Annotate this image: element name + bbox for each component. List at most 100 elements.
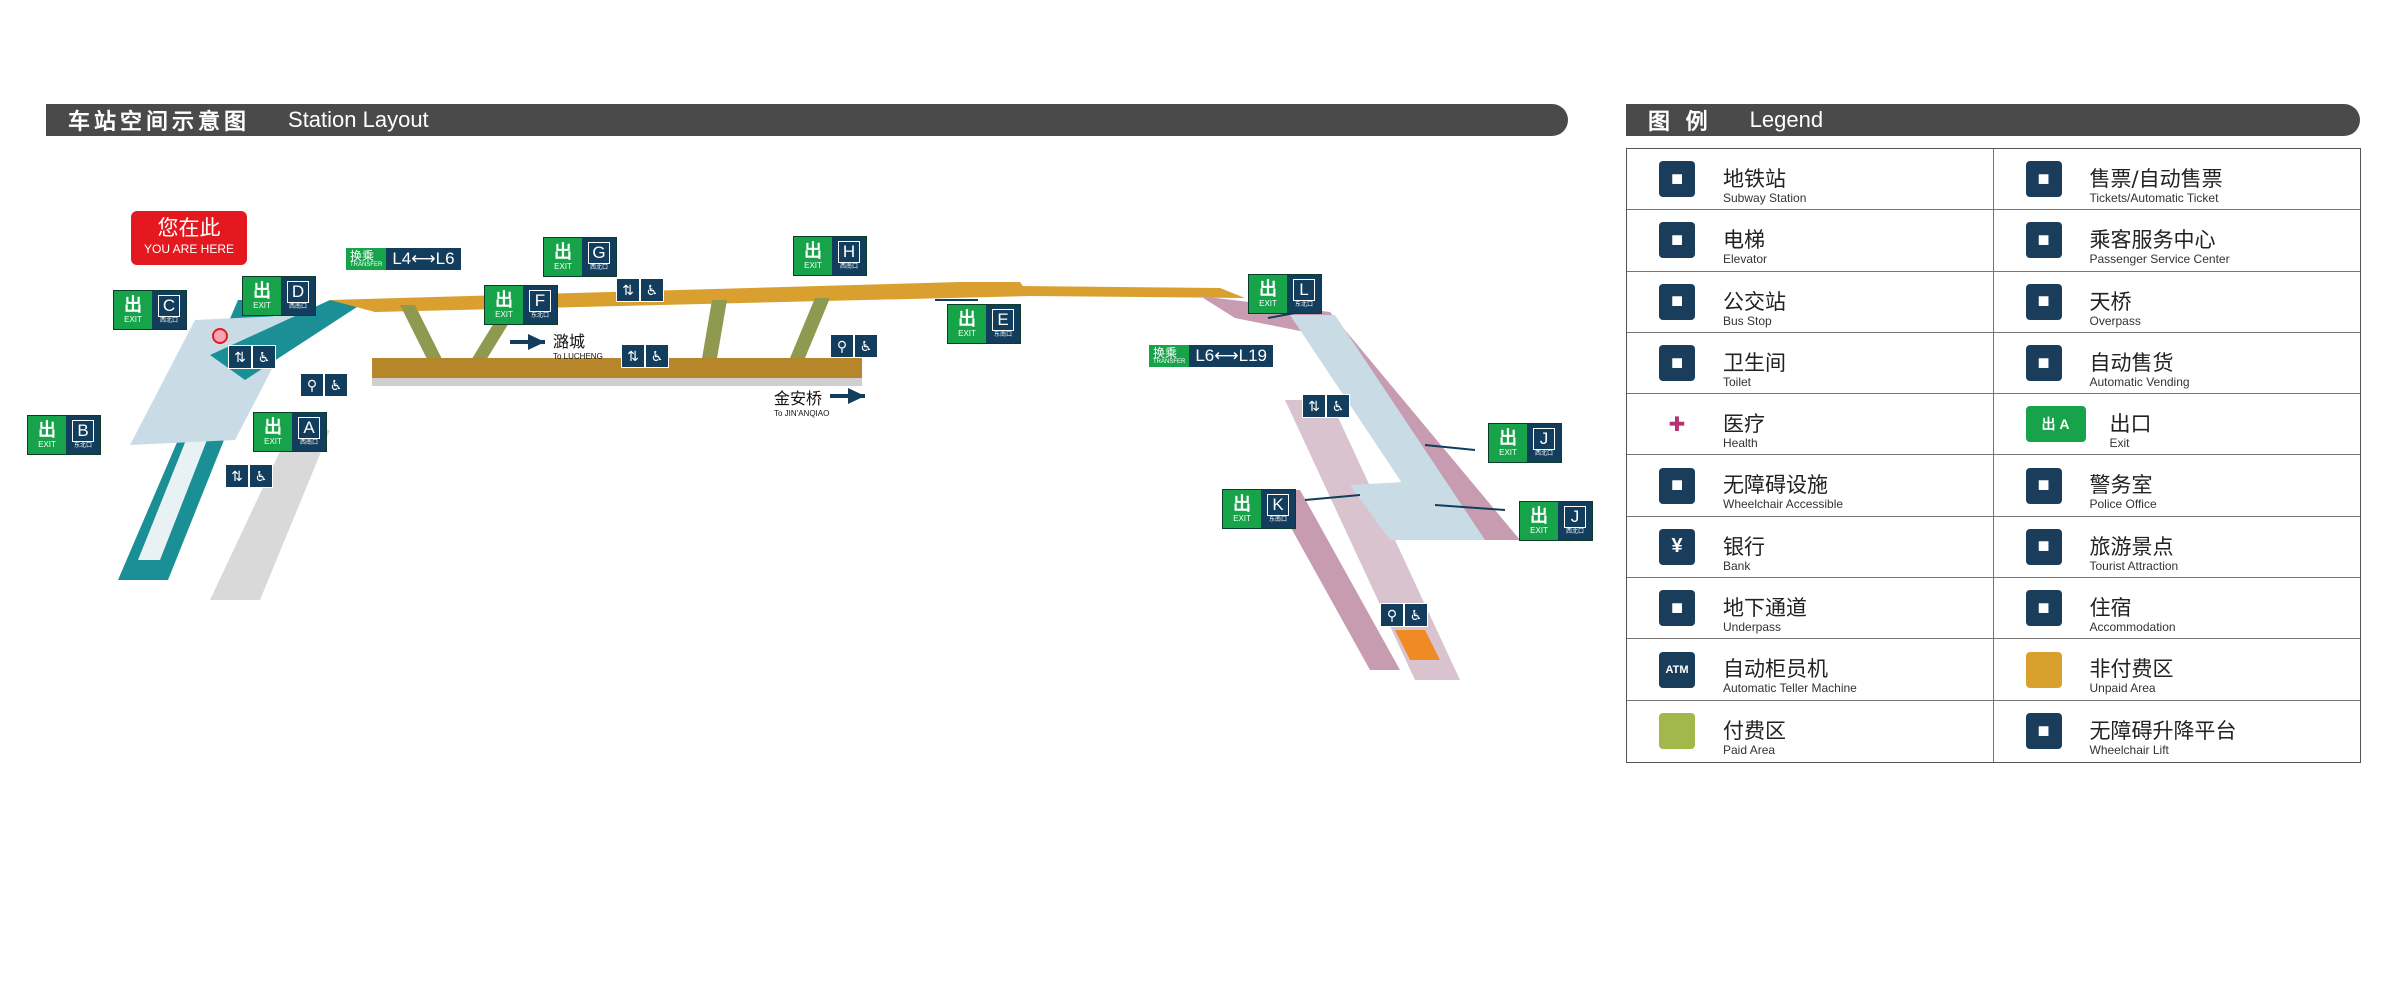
wheelchair-lift-icon: ■	[2025, 713, 2062, 750]
right-platform-marker	[1395, 630, 1440, 660]
wheelchair-icon: ♿	[854, 334, 878, 358]
exit-icon: 出	[1499, 427, 1517, 449]
elevator-icon: ■	[1659, 222, 1695, 259]
wheelchair-icon: ♿	[645, 344, 669, 368]
arrow-lucheng-head	[528, 334, 545, 350]
exit-icon: 出	[554, 241, 572, 263]
health-icon: ✚	[1659, 406, 1695, 443]
legend-label-en: Overpass	[2089, 313, 2141, 328]
exit-icon: 出	[1530, 505, 1548, 527]
legend-label-en: Passenger Service Center	[2089, 252, 2230, 267]
support-4	[785, 298, 830, 370]
legend-label-en: Automatic Teller Machine	[1723, 681, 1857, 696]
exit-icon: 出	[804, 240, 822, 262]
legend-label-zh: 住宿	[2089, 596, 2132, 621]
legend-label-en: Toilet	[1723, 374, 1752, 389]
legend-header: 图 例 Legend	[1626, 104, 2360, 136]
exit-icon: 出	[1259, 278, 1277, 300]
elevator-icon: ⇅	[616, 278, 640, 302]
transfer-lines-l4-l6: L4⟷L6	[392, 249, 455, 268]
legend-label-zh: 付费区	[1723, 718, 1786, 743]
you-are-here-en: YOU ARE HERE	[143, 242, 235, 256]
atm-icon: ATM	[1659, 651, 1695, 688]
bus-icon: ■	[1659, 283, 1695, 320]
exit-a-letter: A	[298, 417, 320, 439]
middle-platform	[372, 358, 862, 378]
main-passage-unpaid	[330, 282, 1030, 312]
exit-d-letter: D	[287, 281, 309, 303]
support-1	[400, 305, 445, 365]
tourist-icon: ■	[2025, 528, 2062, 565]
legend-label-zh: 售票/自动售票	[2089, 167, 2223, 191]
service-center-icon: ■	[2025, 222, 2062, 259]
legend-label-en: Unpaid Area	[2089, 681, 2156, 696]
exit-icon: 出	[495, 289, 513, 311]
exit-icon: 出	[124, 294, 142, 316]
station-layout-title-zh: 车站空间示意图	[68, 110, 251, 135]
wheelchair-icon: ♿	[324, 373, 348, 397]
legend-label-en: Underpass	[1723, 620, 1782, 635]
transfer-lines-l6-l19: L6⟷L19	[1195, 346, 1267, 365]
vending-icon: ■	[2025, 345, 2062, 382]
elevator-icon: ⇅	[1302, 394, 1326, 418]
legend-label-en: Accommodation	[2089, 620, 2176, 635]
wheelchair-icon: ♿	[1326, 394, 1350, 418]
unpaid-area-swatch	[2025, 651, 2062, 688]
legend-label-zh: 天桥	[2089, 289, 2132, 314]
legend-label-en: Elevator	[1723, 252, 1768, 267]
wheelchair-icon: ♿	[249, 464, 273, 488]
legend-label-zh: 乘客服务中心	[2089, 228, 2216, 253]
toilet-icon: ⚲	[300, 373, 324, 397]
legend-label-en: Health	[1723, 436, 1758, 451]
ticket-icon: ■	[2025, 161, 2062, 198]
underpass-icon: ■	[1659, 590, 1695, 627]
legend-label-en: Bus Stop	[1723, 313, 1772, 328]
east-passage	[1020, 286, 1245, 298]
exit-icon: 出 A	[2025, 406, 2086, 443]
left-track	[210, 430, 330, 600]
legend-label-en: Tourist Attraction	[2089, 558, 2179, 573]
legend-label-en: Exit	[2109, 436, 2130, 451]
bank-icon: ¥	[1659, 528, 1695, 565]
exit-j-letter: J	[1533, 428, 1555, 450]
legend-title-zh: 图 例	[1648, 110, 1712, 135]
legend-label-en: Paid Area	[1723, 742, 1776, 757]
legend-label-en: Tickets/Automatic Ticket	[2089, 191, 2219, 205]
legend-label-en: Subway Station	[1723, 191, 1807, 205]
legend-title-en: Legend	[1749, 107, 1824, 132]
legend-label-zh: 地下通道	[1723, 596, 1807, 621]
exit-icon: 出	[1233, 493, 1251, 515]
exit-k-letter: K	[1267, 494, 1289, 516]
arrow-jinanqiao-head	[848, 388, 865, 404]
toilet-icon: ■	[1659, 345, 1695, 382]
legend-label-zh: 自动售货	[2089, 350, 2174, 375]
